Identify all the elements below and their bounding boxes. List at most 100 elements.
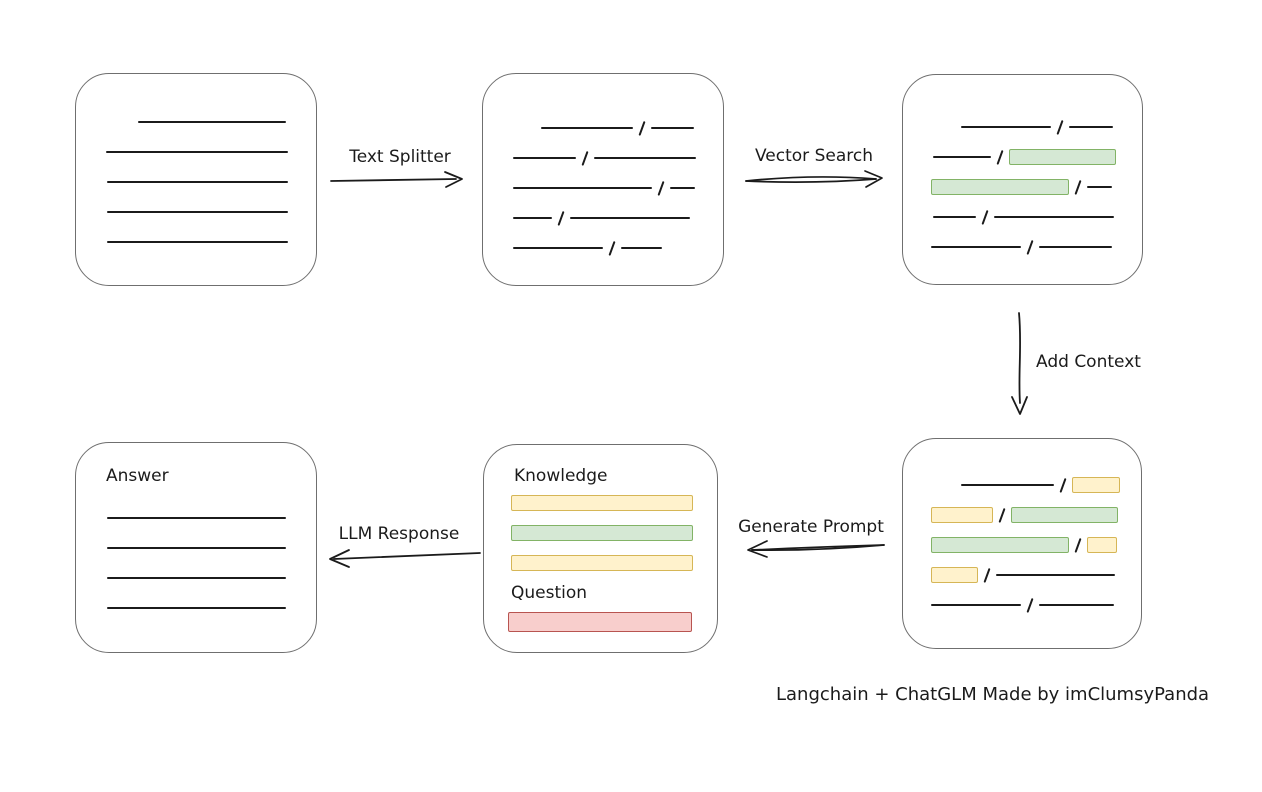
chunk-row [903,500,1141,530]
llm-response-label: LLM Response [338,524,460,544]
context-chunks-box [902,438,1142,649]
chunk-row [76,593,316,623]
knowledge-label: Knowledge [514,466,608,486]
highlight-bar-green [931,537,1069,553]
chunk-row [903,112,1142,142]
chunk-row [76,503,316,533]
slash-separator [996,149,1004,165]
text-line [931,246,1021,248]
slash-separator [557,210,565,226]
source-document-lines [76,107,316,257]
context-chunks-lines [903,470,1141,620]
chunk-row [903,530,1141,560]
text-line [138,121,286,123]
slash-separator [1026,597,1034,613]
chunk-row [903,470,1141,500]
chunk-row [483,173,723,203]
chunk-row [76,137,316,167]
slash-separator [1059,477,1067,493]
text-line [107,547,286,549]
knowledge-bar-yellow [511,495,693,511]
text-line [931,604,1021,606]
text-line [107,241,288,243]
matched-chunks-lines [903,112,1142,262]
slash-separator [1074,179,1082,195]
slash-separator [657,180,665,196]
source-document-box [75,73,317,286]
chunk-row [76,167,316,197]
chunk-row [903,232,1142,262]
split-chunks-box [482,73,724,286]
add-context-label: Add Context [1036,352,1141,372]
chunk-row [483,233,723,263]
highlight-bar-yellow [1087,537,1118,553]
text-line [961,126,1051,128]
text-splitter-arrow [328,169,470,191]
highlight-bar-yellow [931,567,978,583]
text-line [1087,186,1113,188]
chunk-row [76,563,316,593]
prompt-box: Knowledge Question [483,444,718,653]
text-line [541,127,633,129]
text-line [996,574,1116,576]
split-chunks-lines [483,113,723,263]
text-line [513,187,652,189]
text-line [594,157,697,159]
credit-caption: Langchain + ChatGLM Made by imClumsyPand… [776,684,1210,705]
text-line [513,217,552,219]
text-line [107,577,286,579]
text-line [933,216,976,218]
text-line [1039,246,1113,248]
text-line [961,484,1054,486]
text-line [670,187,696,189]
knowledge-bar-yellow [511,555,693,571]
text-line [513,157,576,159]
text-line [1039,604,1115,606]
chunk-row [903,172,1142,202]
chunk-row [76,197,316,227]
slash-separator [998,507,1006,523]
chunk-row [483,113,723,143]
slash-separator [1026,239,1034,255]
chunk-row [76,107,316,137]
text-line [994,216,1115,218]
slash-separator [981,209,989,225]
chunk-row [76,227,316,257]
slash-separator [983,567,991,583]
text-line [651,127,695,129]
answer-box: Answer [75,442,317,653]
chunk-row [903,202,1142,232]
text-line [513,247,603,249]
text-line [107,181,288,183]
knowledge-bar-green [511,525,693,541]
text-line [621,247,663,249]
vector-search-arrow [743,168,889,192]
chunk-row [903,560,1141,590]
text-line [107,211,288,213]
chunk-row [903,142,1142,172]
vector-search-label: Vector Search [755,146,873,166]
matched-chunks-box [902,74,1143,285]
text-line [107,517,286,519]
highlight-bar-yellow [1072,477,1121,493]
answer-label: Answer [106,466,169,486]
answer-lines [76,503,316,623]
generate-prompt-arrow [736,536,888,560]
chunk-row [76,533,316,563]
llm-response-arrow [316,544,484,570]
chunk-row [903,590,1141,620]
text-splitter-label: Text Splitter [349,147,451,167]
generate-prompt-label: Generate Prompt [738,517,884,537]
highlight-bar-green [1009,149,1117,165]
text-line [106,151,288,153]
slash-separator [608,240,616,256]
text-line [1069,126,1114,128]
question-bar [508,612,692,632]
chunk-row [483,203,723,233]
question-label: Question [511,583,588,603]
slash-separator [1056,119,1064,135]
text-line [570,217,691,219]
chunk-row [483,143,723,173]
slash-separator [638,120,646,136]
